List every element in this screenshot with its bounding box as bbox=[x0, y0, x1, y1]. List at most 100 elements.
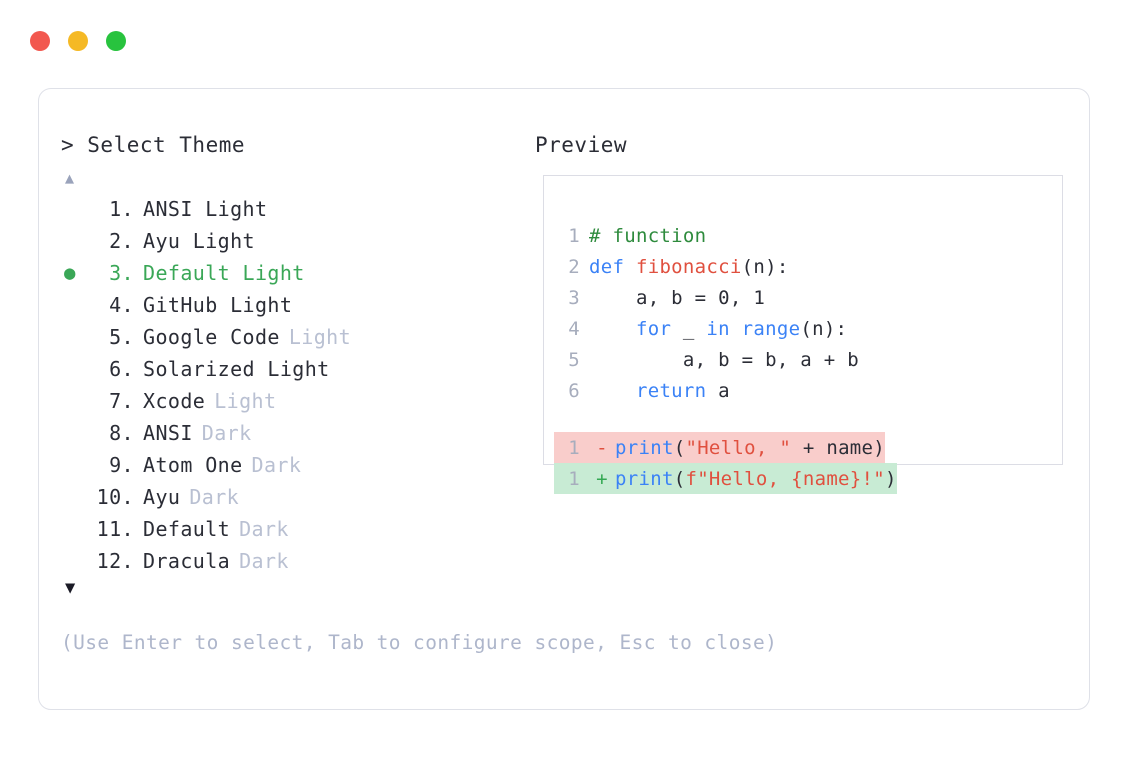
theme-item-number: 8. bbox=[109, 421, 134, 445]
line-number: 1 bbox=[568, 224, 580, 247]
diff-line-text: print("Hello, " + name) bbox=[615, 437, 885, 459]
keyboard-hint: (Use Enter to select, Tab to configure s… bbox=[61, 631, 778, 654]
code-token: _ bbox=[671, 317, 707, 340]
code-line-text: a, b = b, a + b bbox=[589, 349, 859, 371]
theme-item-name: ANSI bbox=[143, 421, 193, 445]
code-token: (n): bbox=[741, 255, 789, 278]
line-number: 4 bbox=[568, 317, 580, 340]
theme-item-number: 5. bbox=[109, 325, 134, 349]
code-line: 3 a, b = 0, 1 bbox=[554, 282, 1054, 313]
code-token: # function bbox=[589, 224, 707, 247]
diff-removed-line: 1-print("Hello, " + name) bbox=[554, 432, 886, 463]
theme-list-item[interactable]: ●4.GitHub Light bbox=[61, 289, 511, 321]
selected-bullet-icon: ● bbox=[61, 486, 90, 508]
code-token: (n): bbox=[800, 317, 848, 340]
theme-list-column: ▲ ●1.ANSI Light●2.Ayu Light●3.Default Li… bbox=[61, 167, 511, 603]
theme-item-name: ANSI Light bbox=[143, 197, 268, 221]
theme-item-name: Default Light bbox=[143, 261, 305, 285]
close-button-icon[interactable] bbox=[30, 31, 50, 51]
line-number: 6 bbox=[568, 379, 580, 402]
theme-item-number: 10. bbox=[96, 485, 134, 509]
theme-item-number: 9. bbox=[109, 453, 134, 477]
theme-list-item[interactable]: ● 1. ANSI Light bbox=[61, 193, 511, 225]
theme-list-item[interactable]: ● 6. Solarized Light bbox=[61, 353, 511, 385]
theme-item-number: 1. bbox=[109, 197, 134, 221]
preview-label: Preview bbox=[535, 133, 628, 157]
minimize-button-icon[interactable] bbox=[68, 31, 88, 51]
code-token: def bbox=[589, 255, 636, 278]
theme-item-name: Google Code bbox=[143, 325, 280, 349]
theme-item-name: Dracula bbox=[143, 549, 231, 573]
code-line-text: a, b = 0, 1 bbox=[589, 287, 765, 309]
code-token: ) bbox=[885, 467, 897, 490]
traffic-light-controls bbox=[30, 31, 126, 51]
code-token: a bbox=[706, 379, 730, 402]
diff-line-text: print(f"Hello, {name}!") bbox=[615, 468, 897, 490]
diff-minus-icon: - bbox=[596, 436, 608, 459]
line-number: 3 bbox=[568, 286, 580, 309]
code-token: for bbox=[635, 317, 672, 340]
line-number: 2 bbox=[568, 255, 580, 278]
maximize-button-icon[interactable] bbox=[106, 31, 126, 51]
selected-bullet-icon: ● bbox=[61, 550, 90, 572]
theme-item-name: GitHub Light bbox=[143, 293, 293, 317]
theme-item-variant-tag: Light bbox=[214, 389, 277, 413]
code-token: ( bbox=[673, 436, 686, 459]
code-line: 1 # function bbox=[554, 220, 1054, 251]
code-token: print bbox=[615, 436, 674, 459]
theme-item-number: 2. bbox=[109, 229, 134, 253]
theme-list-item[interactable]: ●3.Default Light bbox=[61, 257, 511, 289]
selected-bullet-icon: ● bbox=[61, 390, 90, 412]
code-line: 6 return a bbox=[554, 375, 1054, 406]
theme-item-number: 6. bbox=[109, 357, 134, 381]
selected-bullet-icon: ● bbox=[61, 454, 90, 476]
selected-bullet-icon: ● bbox=[61, 518, 90, 540]
code-token bbox=[589, 380, 636, 402]
scroll-up-icon[interactable]: ▲ bbox=[65, 169, 75, 187]
code-token: return bbox=[635, 379, 707, 402]
code-token: in bbox=[706, 317, 730, 340]
selected-bullet-icon: ● bbox=[61, 198, 90, 220]
theme-item-variant-tag: Dark bbox=[239, 517, 289, 541]
code-token: + name) bbox=[791, 436, 886, 459]
selected-bullet-icon: ● bbox=[61, 230, 90, 252]
code-spacer bbox=[554, 406, 1054, 432]
selected-bullet-icon: ● bbox=[61, 358, 90, 380]
code-token: ( bbox=[673, 467, 686, 490]
diff-plus-icon: + bbox=[596, 467, 608, 490]
diff-added-line: 1+print(f"Hello, {name}!") bbox=[554, 463, 897, 494]
theme-list: ●1.ANSI Light●2.Ayu Light●3.Default Ligh… bbox=[61, 193, 511, 577]
theme-list-item[interactable]: ●2.Ayu Light bbox=[61, 225, 511, 257]
theme-item-variant-tag: Dark bbox=[239, 549, 289, 573]
theme-item-variant-tag: Dark bbox=[189, 485, 240, 509]
theme-item-name: Solarized Light bbox=[143, 357, 330, 381]
theme-picker-card: > Select Theme Preview ▲ ● 1. ANSI Light ● 2… bbox=[38, 88, 1090, 710]
select-theme-prompt: > Select Theme bbox=[61, 133, 246, 157]
theme-item-number: 11. bbox=[96, 517, 134, 541]
code-token: a, b = 0, 1 bbox=[589, 286, 766, 309]
theme-item-number: 4. bbox=[109, 293, 134, 317]
code-line-text: return a bbox=[589, 380, 730, 402]
theme-item-variant-tag: Light bbox=[288, 325, 352, 349]
code-token bbox=[730, 318, 742, 340]
code-line: 4 for _ in range(n): bbox=[554, 313, 1054, 344]
selected-bullet-icon: ● bbox=[61, 422, 90, 444]
scroll-down-icon[interactable]: ▼ bbox=[65, 578, 76, 598]
line-number: 1 bbox=[568, 436, 580, 459]
theme-item-name: Xcode bbox=[143, 389, 206, 413]
theme-item-name: Atom One bbox=[143, 453, 243, 477]
code-line: 5 a, b = b, a + b bbox=[554, 344, 1054, 375]
code-token: "Hello, " bbox=[685, 436, 792, 459]
code-token: f"Hello, {name}!" bbox=[685, 467, 886, 490]
